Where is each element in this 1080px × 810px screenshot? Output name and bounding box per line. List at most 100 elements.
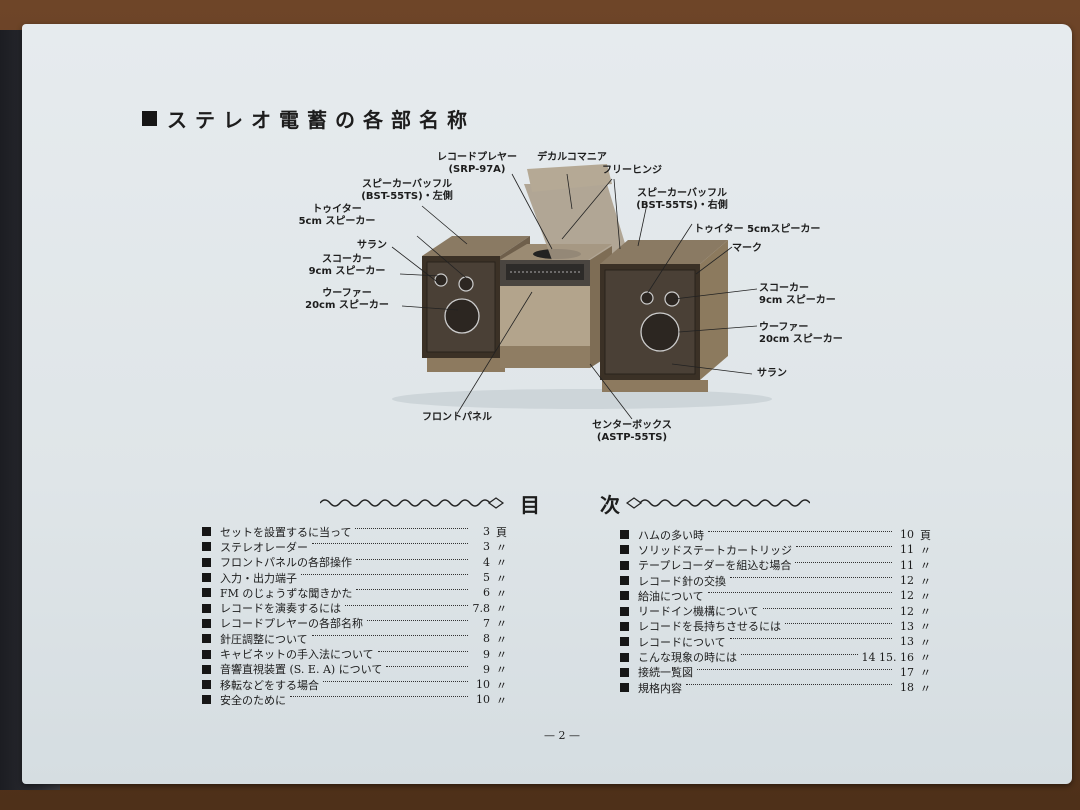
toc-entry-unit: 〃 — [496, 617, 507, 631]
toc-entry-title: ハムの多い時 — [638, 528, 704, 542]
label-squawker-right-name: スコーカー — [759, 283, 809, 294]
dot-leader — [707, 592, 892, 594]
toc-entry-unit: 〃 — [496, 648, 507, 662]
label-woofer-left-spec: 20cm スピーカー — [305, 300, 389, 311]
label-baffle-right: スピーカーバッフル (BST-55TS)・右側 — [622, 188, 742, 212]
toc-entry-unit: 〃 — [920, 589, 931, 603]
section-title: ステレオ電蓄の各部名称 — [167, 108, 475, 132]
dot-leader — [345, 604, 468, 606]
toc-entry-title: 給油について — [638, 589, 704, 603]
square-bullet-icon — [202, 557, 211, 567]
toc-entry-unit: 〃 — [920, 559, 931, 573]
toc-entry-page: 10 — [476, 678, 490, 692]
decorative-chain-right-icon — [625, 497, 810, 509]
toc-entry-title: 針圧調整について — [220, 632, 308, 646]
toc-entry-unit: 〃 — [920, 635, 931, 649]
toc-entry-title: ステレオレーダー — [220, 540, 308, 554]
toc-entry-title: フロントパネルの各部操作 — [220, 556, 352, 570]
stereo-console-illustration — [391, 164, 772, 420]
toc-entry-title: テープレコーダーを組込む場合 — [638, 559, 792, 573]
toc-entry-page: 6 — [483, 586, 490, 600]
toc-entry: ステレオレーダー 3 〃 — [202, 539, 522, 554]
toc-entry-page: 5 — [483, 571, 490, 585]
square-bullet-icon — [202, 542, 211, 552]
toc-entry-unit: 〃 — [496, 571, 507, 585]
toc-entry-unit: 〃 — [920, 620, 931, 634]
toc-entry-unit: 〃 — [496, 678, 507, 692]
label-tweeter-left-spec: 5cm スピーカー — [298, 216, 376, 227]
label-tweeter-right: トゥイター 5cmスピーカー — [694, 224, 821, 235]
toc-entry-page: 7.8 — [472, 601, 491, 615]
toc-entry-unit: 〃 — [920, 574, 931, 588]
toc-entry-title: レコードを演奏するには — [220, 602, 341, 616]
square-bullet-icon — [620, 530, 629, 540]
toc-entry-title: レコードプレヤーの各部名称 — [220, 617, 363, 631]
toc-entry-unit: 〃 — [496, 540, 507, 554]
toc-entry-page: 3 — [483, 525, 490, 539]
dot-leader — [377, 650, 468, 652]
square-bullet-icon — [202, 695, 211, 705]
label-record-player-name: レコードプレヤー — [437, 152, 517, 163]
page-number: — 2 — — [544, 729, 580, 742]
square-bullet-icon — [202, 588, 211, 598]
dot-leader — [356, 589, 468, 591]
label-baffle-left-model: (BST-55TS)・左側 — [361, 191, 453, 202]
square-bullet-icon — [202, 649, 211, 659]
square-bullet-icon — [202, 573, 211, 583]
dot-leader — [697, 668, 892, 670]
square-bullet-icon — [620, 576, 629, 586]
toc-entry: テープレコーダーを組込む場合 11 〃 — [620, 558, 946, 573]
label-free-hinge: フリーヒンジ — [602, 165, 662, 176]
toc-entry-page: 3 — [483, 540, 490, 554]
dot-leader — [386, 665, 468, 667]
toc-entry-unit: 頁 — [496, 525, 507, 539]
label-squawker-left-spec: 9cm スピーカー — [308, 266, 386, 277]
dot-leader — [762, 607, 892, 609]
toc-entry-title: 接続一覧図 — [638, 666, 693, 680]
toc-heading-char-1: 目 — [520, 493, 540, 517]
toc-entry-unit: 〃 — [496, 556, 507, 570]
label-woofer-left-name: ウーファー — [322, 288, 372, 299]
toc-entry-unit: 〃 — [920, 651, 931, 665]
toc-entry-page: 13 — [900, 619, 914, 633]
square-bullet-icon — [620, 560, 629, 570]
dot-leader — [290, 696, 468, 698]
label-squawker-left-name: スコーカー — [322, 254, 372, 265]
toc-entry-title: 安全のために — [220, 693, 286, 707]
dot-leader — [796, 546, 892, 548]
toc-entry-title: レコード針の交換 — [638, 574, 726, 588]
toc-entry-title: こんな現象の時には — [638, 651, 737, 665]
square-bullet-icon — [620, 683, 629, 693]
toc-heading: 目 次 — [22, 489, 1072, 519]
toc-entry-page: 9 — [483, 647, 490, 661]
toc-entry-title: 規格内容 — [638, 681, 682, 695]
square-bullet-icon — [620, 667, 629, 677]
label-center-box: センターボックス (ASTP-55TS) — [582, 420, 682, 444]
toc-entry-page: 12 — [900, 604, 914, 618]
label-center-box-model: (ASTP-55TS) — [596, 432, 668, 443]
dot-leader — [355, 528, 468, 530]
label-record-player-model: (SRP-97A) — [448, 164, 506, 175]
toc-entry-unit: 〃 — [496, 632, 507, 646]
toc-entry-page: 4 — [483, 555, 490, 569]
decorative-chain-left-icon — [320, 497, 505, 509]
toc-entry-page: 11 — [900, 558, 914, 572]
toc-entry-unit: 〃 — [496, 663, 507, 677]
toc-entry-page: 17 — [900, 665, 914, 679]
label-baffle-right-name: スピーカーバッフル — [637, 188, 727, 199]
dot-leader — [730, 577, 892, 579]
toc-heading-char-2: 次 — [600, 493, 620, 517]
